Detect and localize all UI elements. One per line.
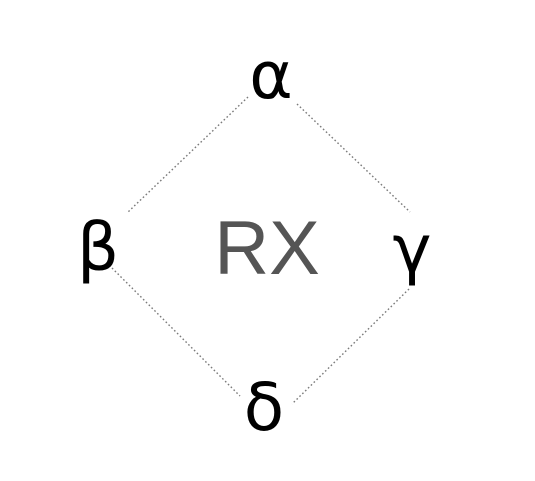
edge-alpha-beta	[127, 96, 249, 213]
node-beta: β	[77, 209, 119, 286]
edge-alpha-gamma	[296, 103, 411, 213]
node-alpha: α	[249, 37, 293, 114]
node-gamma: γ	[392, 211, 431, 288]
node-delta: δ	[244, 369, 284, 446]
edge-gamma-delta	[291, 288, 410, 405]
center-label: RX	[214, 206, 320, 291]
